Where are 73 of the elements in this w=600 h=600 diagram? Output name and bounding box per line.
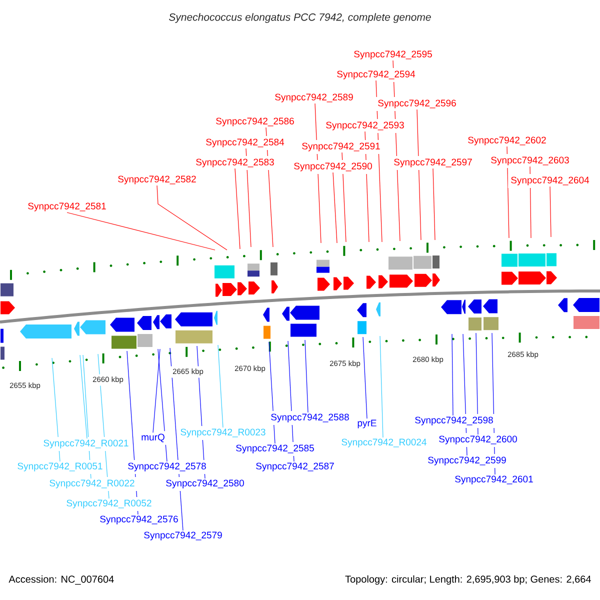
gene-label: Synpcc7942_2591 [302, 142, 380, 152]
gene-label: Synpcc7942_2602 [468, 136, 546, 146]
leader-line [314, 103, 322, 244]
leader-line [218, 344, 224, 428]
gene-label: Synpcc7942_2580 [166, 480, 244, 488]
gene-label: pyrE [358, 420, 376, 428]
leader-line [82, 354, 92, 479]
gene-label: Synpcc7942_2576 [100, 516, 178, 524]
gene-label: Synpcc7942_2578 [128, 462, 206, 472]
leader-line [492, 332, 496, 475]
gene-label: murQ [142, 434, 164, 442]
footer-text: Topology: circular; Length: 2,695,903 bp; Genes: 2,664 [345, 575, 591, 585]
gene-label: Synpcc7942_R0052 [66, 500, 152, 508]
gene-label: Synpcc7942_R0024 [342, 438, 426, 448]
leader-line [268, 342, 276, 444]
gene-label: Synpcc7942_2590 [294, 162, 372, 172]
leader-line [416, 109, 422, 240]
gene-label: Synpcc7942_2600 [439, 436, 517, 444]
leader-line [170, 348, 184, 531]
leader-line [362, 336, 368, 419]
gene-label: Synpcc7942_2601 [455, 476, 533, 484]
gene-label: Synpcc7942_2582 [118, 176, 196, 184]
leader-line [288, 340, 294, 462]
leader-line [234, 168, 240, 250]
gene-label: Synpcc7942_2593 [326, 122, 404, 130]
leader-line [462, 334, 468, 456]
leader-line [476, 332, 478, 435]
leader-line [196, 346, 206, 479]
leader-line [432, 168, 436, 240]
leader-line [342, 152, 346, 242]
leader-line [530, 166, 532, 238]
leader-line [550, 186, 552, 238]
title: Synechococcus elongatus PCC 7942, complete genome [168, 13, 431, 23]
gene-label: Synpcc7942_R0021 [44, 440, 128, 448]
leader-line [452, 334, 454, 416]
gene-label: Synpcc7942_R0023 [180, 428, 266, 438]
leader-line [98, 354, 110, 499]
gene-label: Synpcc7942_2579 [144, 532, 222, 540]
gene-label: Synpcc7942_2585 [236, 444, 314, 454]
leader-line [364, 131, 370, 242]
gene-label: Synpcc7942_2595 [354, 50, 432, 60]
leader-line [52, 358, 60, 462]
gene-label: Synpcc7942_2583 [196, 158, 274, 168]
leader-line [80, 354, 88, 439]
gene-label: Synpcc7942_R0051 [18, 462, 102, 472]
leader-line [332, 172, 338, 244]
leader-line [506, 146, 510, 238]
gene-label: Synpcc7942_2598 [415, 416, 493, 426]
leader-line [376, 80, 382, 242]
gene-label: Synpcc7942_2587 [256, 462, 334, 472]
leader-line [266, 127, 274, 248]
gene-label: Synpcc7942_2604 [511, 176, 590, 186]
leader-line [380, 336, 384, 438]
leader-line [152, 348, 160, 433]
gene-label: Synpcc7942_2581 [28, 202, 106, 212]
gene-label: Synpcc7942_2599 [428, 456, 506, 466]
gene-label: Synpcc7942_2588 [271, 414, 349, 422]
footer-text: Accession: NC_007604 [8, 575, 114, 585]
leader-line [66, 212, 216, 250]
leader-line [156, 185, 228, 250]
leader-line [304, 340, 308, 413]
leader-line [392, 60, 400, 242]
gene-label: Synpcc7942_2594 [337, 70, 416, 80]
leader-line [158, 348, 168, 462]
gene-label: Synpcc7942_R0022 [50, 480, 134, 488]
gene-label: Synpcc7942_2584 [206, 138, 284, 148]
gene-label: Synpcc7942_2603 [491, 156, 569, 166]
gene-label: Synpcc7942_2589 [275, 94, 353, 102]
gene-label: Synpcc7942_2586 [216, 118, 294, 126]
leader-line [246, 148, 252, 248]
leader-line [126, 350, 138, 515]
gene-label: Synpcc7942_2597 [394, 158, 472, 168]
gene-label: Synpcc7942_2596 [378, 100, 456, 108]
